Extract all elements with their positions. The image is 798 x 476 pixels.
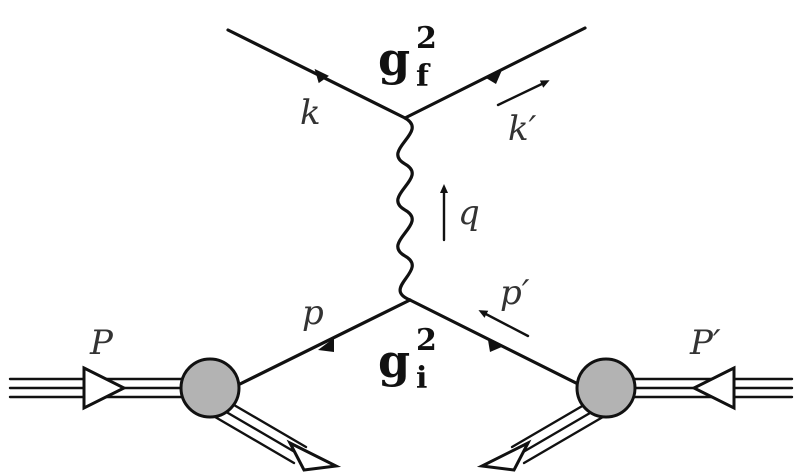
parton-line-p-prime xyxy=(408,298,580,386)
hollow-arrow-remnant-right-icon xyxy=(476,439,532,472)
arrow-on-k-icon xyxy=(314,68,329,84)
coupling-top-base: g xyxy=(378,32,411,86)
photon-propagator xyxy=(396,116,414,302)
hadron-blob-right xyxy=(575,357,637,419)
hadron-blob-left xyxy=(179,357,241,419)
label-k-prime: k′ xyxy=(508,109,537,149)
coupling-top-sub: f xyxy=(416,59,429,94)
coupling-bottom-base: g xyxy=(378,334,411,388)
momentum-arrow-k-prime-icon xyxy=(496,80,550,107)
lepton-line-k-prime xyxy=(403,26,587,120)
label-P-prime: P′ xyxy=(690,323,721,363)
arrow-on-p-icon xyxy=(318,338,334,352)
incoming-hadron-right xyxy=(630,365,794,411)
label-q: q xyxy=(458,193,480,233)
arrow-on-p-prime-icon xyxy=(488,340,504,352)
label-P: P xyxy=(90,323,113,363)
coupling-top-sup: 2 xyxy=(416,21,437,56)
hollow-arrow-remnant-left-icon xyxy=(286,439,342,472)
label-p: p xyxy=(302,293,324,333)
label-p-prime: p′ xyxy=(500,273,530,313)
hollow-arrow-left-icon xyxy=(82,365,128,411)
momentum-arrow-p-prime-icon xyxy=(478,310,530,338)
coupling-bottom-sup: 2 xyxy=(416,323,437,358)
remnant-left xyxy=(208,396,342,472)
label-k: k xyxy=(300,93,321,133)
hollow-arrow-right-icon xyxy=(690,365,736,411)
remnant-right xyxy=(476,396,610,472)
parton-line-p xyxy=(238,298,412,386)
coupling-bottom-sub: i xyxy=(416,361,428,396)
incoming-hadron-left xyxy=(8,365,186,411)
arrow-on-k-prime-icon xyxy=(486,70,502,84)
